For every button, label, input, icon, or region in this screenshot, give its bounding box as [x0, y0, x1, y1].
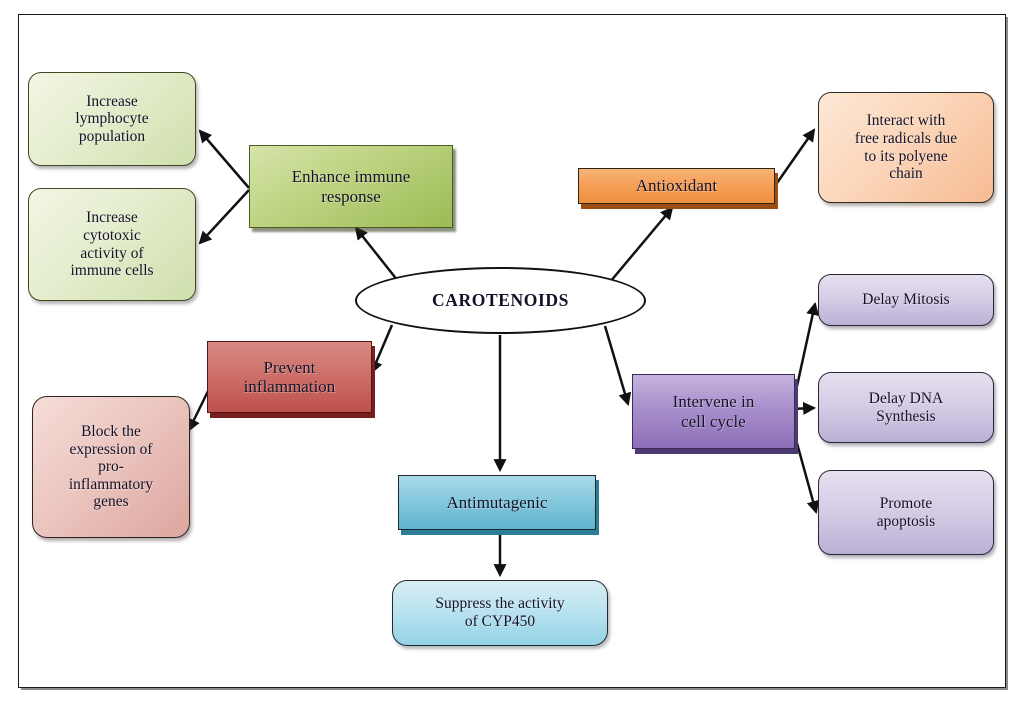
node-enhance-immune-response[interactable]: Enhance immune response [249, 145, 453, 228]
node-block-expression-of-pro-inflammatory-genes[interactable]: Block the expression of pro- inflammator… [32, 396, 190, 538]
node-increase-lymphocyte-population[interactable]: Increase lymphocyte population [28, 72, 196, 166]
node-prevent-inflammation[interactable]: Prevent inflammation [207, 341, 372, 413]
node-delay-dna-synthesis[interactable]: Delay DNA Synthesis [818, 372, 994, 443]
node-increase-cytotoxic-activity[interactable]: Increase cytotoxic activity of immune ce… [28, 188, 196, 301]
node-suppress-activity-of-cyp450[interactable]: Suppress the activity of CYP450 [392, 580, 608, 646]
node-interact-with-free-radicals[interactable]: Interact with free radicals due to its p… [818, 92, 994, 203]
center-node-carotenoids[interactable]: CAROTENOIDS [355, 267, 646, 334]
node-antimutagenic[interactable]: Antimutagenic [398, 475, 596, 530]
node-delay-mitosis[interactable]: Delay Mitosis [818, 274, 994, 326]
node-intervene-in-cell-cycle[interactable]: Intervene in cell cycle [632, 374, 795, 449]
node-antioxidant[interactable]: Antioxidant [578, 168, 775, 204]
node-promote-apoptosis[interactable]: Promote apoptosis [818, 470, 994, 555]
